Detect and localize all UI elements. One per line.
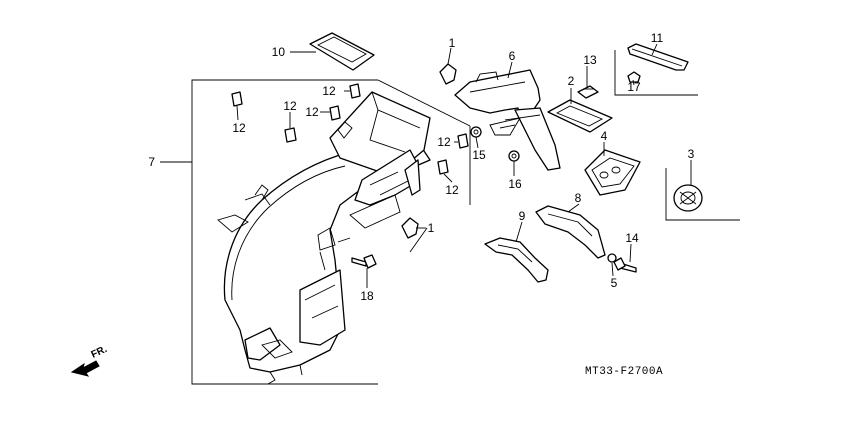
stay-part-9 (484, 237, 549, 283)
callout-12f: 12 (445, 183, 459, 197)
clip-nut-12f (437, 159, 449, 175)
stay-part-8 (535, 205, 606, 259)
callout-6: 6 (509, 49, 516, 63)
diagram-code: MT33-F2700A (585, 366, 663, 378)
plate-part-10 (309, 32, 375, 71)
strip-part-11 (627, 43, 689, 71)
rear-fender-part (217, 91, 431, 385)
callout-12e: 12 (437, 135, 451, 149)
callout-7: 7 (148, 155, 155, 169)
clip-nut-12b (284, 127, 297, 143)
callout-15: 15 (472, 148, 486, 162)
clip-nut-12d (329, 105, 341, 121)
nut-part-5 (607, 253, 617, 263)
clip-nut-12e (457, 133, 469, 149)
callout-9: 9 (519, 209, 526, 223)
callout-16: 16 (508, 177, 522, 191)
group-bracket-3 (665, 168, 740, 221)
callout-11: 11 (651, 31, 664, 45)
callout-1-lower: 1 (428, 221, 435, 235)
nut-part-17 (627, 71, 641, 83)
clip-part-1-lower (401, 217, 419, 239)
grommet-part-3 (673, 184, 703, 212)
bolt-part-18 (351, 254, 377, 269)
nut-part-16 (508, 150, 520, 162)
callout-12a: 12 (232, 121, 246, 135)
callout-18: 18 (360, 289, 374, 303)
front-direction-arrow-icon (70, 360, 100, 377)
callout-5: 5 (611, 276, 618, 290)
group-bracket-11 (614, 50, 698, 96)
callout-8: 8 (575, 191, 582, 205)
clip-part-1-upper (439, 63, 457, 85)
callout-3: 3 (688, 147, 695, 161)
group-bracket-7 (160, 79, 471, 385)
license-bracket-part-6 (454, 69, 561, 171)
callout-2: 2 (568, 74, 575, 88)
nut-part-15 (470, 126, 482, 138)
callout-12d: 12 (305, 105, 319, 119)
callout-13: 13 (583, 53, 597, 67)
callout-17: 17 (627, 80, 641, 94)
light-housing-part-4 (584, 149, 641, 196)
lens-part-2 (547, 99, 613, 133)
callout-12c: 12 (322, 84, 336, 98)
callout-4: 4 (601, 129, 608, 143)
clip-nut-12c (349, 83, 361, 99)
clip-nut-12a (231, 91, 243, 107)
bulb-part-13 (577, 85, 599, 99)
callout-1-upper: 1 (449, 36, 456, 50)
direction-label: FR. (90, 344, 109, 361)
bolt-part-14 (613, 257, 637, 273)
callout-10: 10 (272, 45, 286, 59)
callout-14: 14 (625, 231, 639, 245)
leader-lines (236, 43, 692, 288)
callout-12b: 12 (283, 99, 297, 113)
